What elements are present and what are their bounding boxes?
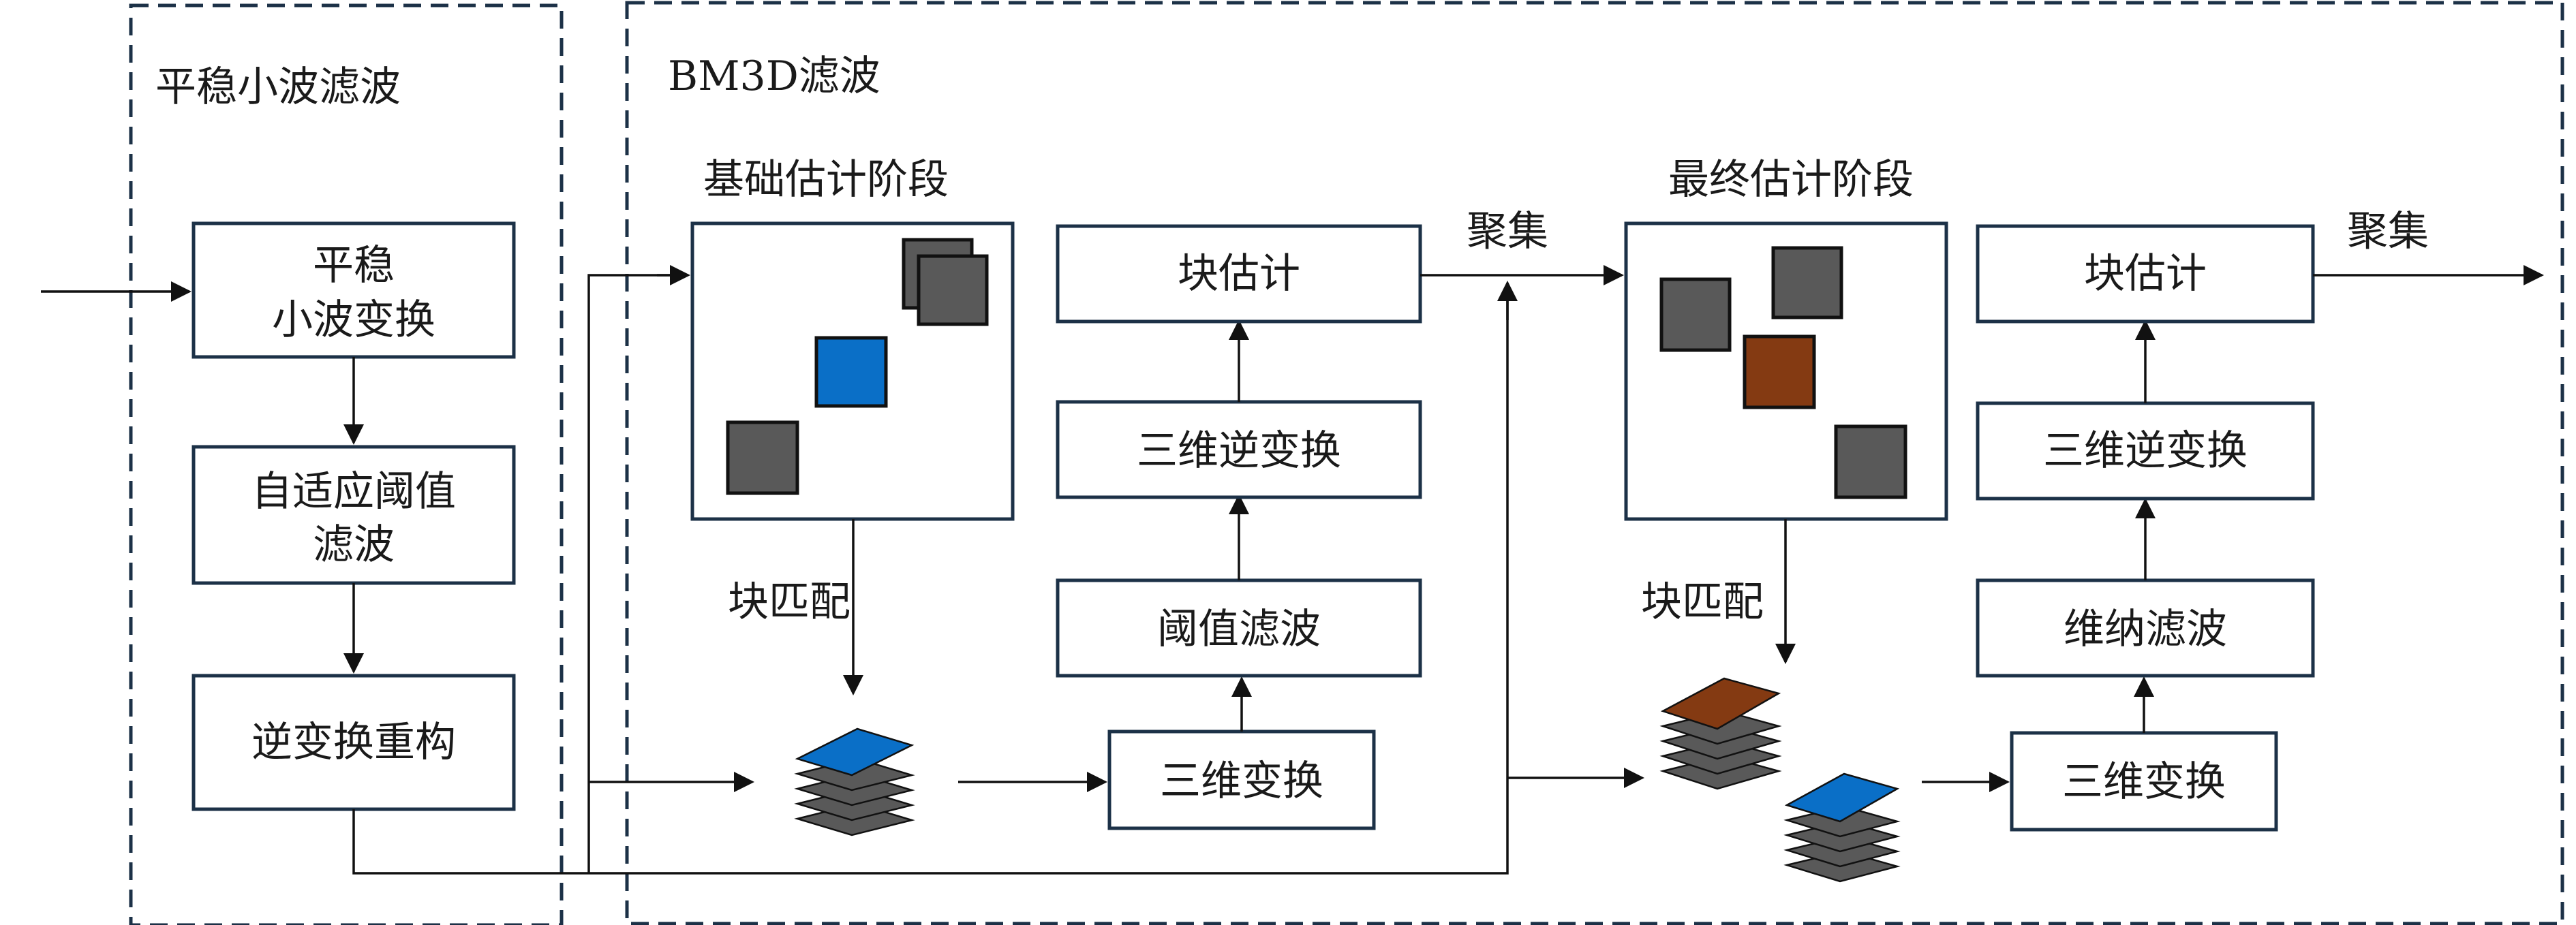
basic-block-estimate-box — [1056, 224, 1422, 324]
basic-aggregate-label: 聚集 — [1467, 208, 1548, 255]
final-block-estimate-box — [1976, 224, 2315, 324]
brown-reference-block — [1743, 334, 1816, 409]
wiener-filter-label: 维纳滤波 — [2064, 606, 2227, 653]
threshold-filter-label: 阈值滤波 — [1157, 606, 1321, 653]
final-blue-stack — [1783, 772, 1901, 883]
bypass-line — [352, 285, 1509, 875]
final-block-match-label: 块匹配 — [1641, 578, 1764, 626]
adaptive-threshold-box — [191, 445, 516, 585]
final-3d-transform-label: 三维变换 — [2062, 758, 2226, 806]
inverse-reconstruct-label: 逆变换重构 — [251, 719, 456, 766]
basic-block-stack — [794, 727, 915, 836]
blue-reference-block — [814, 336, 888, 408]
gray-block — [1771, 246, 1843, 319]
adaptive-threshold-label-1: 自适应阈值 — [251, 468, 456, 516]
swt-panel-title: 平稳小波滤波 — [155, 63, 401, 111]
basic-inverse-3d-box — [1056, 400, 1422, 499]
final-brown-stack — [1659, 677, 1782, 790]
final-aggregate-label: 聚集 — [2347, 208, 2429, 255]
swt-transform-label-1: 平稳 — [313, 242, 395, 289]
gray-block — [726, 420, 799, 495]
threshold-filter-box — [1056, 578, 1422, 678]
inverse-reconstruct-box — [191, 674, 516, 811]
basic-3d-transform-box — [1107, 730, 1376, 830]
swt-transform-box — [191, 221, 516, 359]
gray-block — [1659, 277, 1732, 352]
final-inverse-3d-label: 三维逆变换 — [2043, 427, 2248, 475]
swt-transform-label-2: 小波变换 — [272, 296, 435, 344]
bm3d-panel-title: BM3D滤波 — [668, 52, 880, 100]
basic-3d-transform-label: 三维变换 — [1160, 757, 1323, 805]
adaptive-threshold-label-2: 滤波 — [313, 521, 395, 569]
final-block-estimate-label: 块估计 — [2084, 250, 2207, 298]
basic-inverse-3d-label: 三维逆变换 — [1137, 427, 1341, 475]
final-3d-transform-box — [2010, 731, 2278, 832]
basic-stage-title: 基础估计阶段 — [703, 156, 949, 204]
basic-block-match-label: 块匹配 — [728, 578, 850, 626]
gray-block — [917, 254, 989, 326]
feed-line-basic — [587, 274, 681, 873]
swt-panel-frame — [129, 3, 564, 925]
final-stage-title: 最终估计阶段 — [1668, 156, 1914, 204]
basic-block-estimate-label: 块估计 — [1178, 250, 1300, 298]
bm3d-panel-frame — [625, 1, 2564, 925]
gray-block — [1834, 424, 1907, 499]
final-inverse-3d-box — [1976, 401, 2315, 501]
